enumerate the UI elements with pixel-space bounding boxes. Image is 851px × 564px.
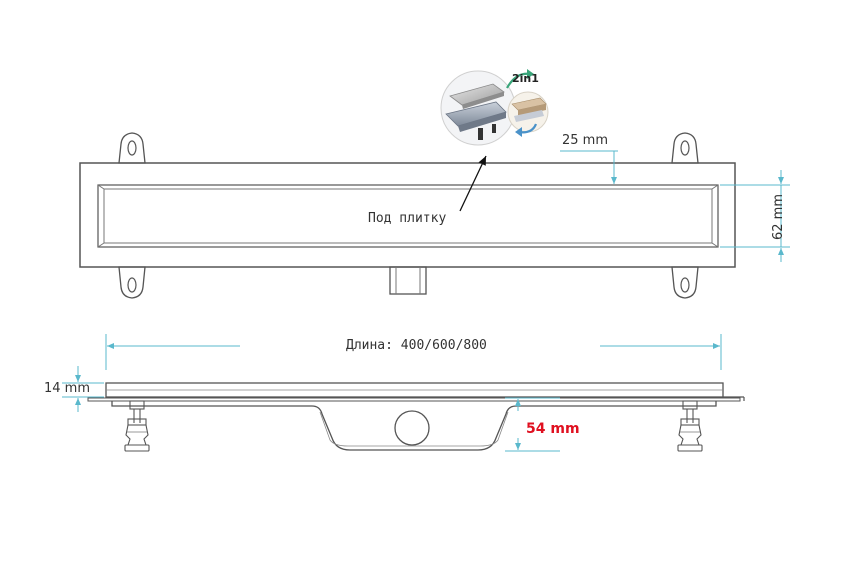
bracket-top-left <box>118 132 146 164</box>
top-outlet <box>389 266 427 295</box>
under-tile-label: Под плитку <box>368 211 446 226</box>
dim-54mm-label: 54 mm <box>526 421 580 437</box>
dim-62mm-label: 62 mm <box>771 194 786 240</box>
side-view <box>87 382 745 452</box>
side-outlet-circle <box>394 410 430 446</box>
length-label: Длина: 400/600/800 <box>346 338 487 353</box>
dim-14mm-label: 14 mm <box>44 381 90 396</box>
dim-25mm-label: 25 mm <box>562 133 608 148</box>
length-dimension: Длина: 400/600/800 <box>105 334 722 370</box>
side-channel-body <box>111 401 717 451</box>
top-grate-outer <box>97 184 719 248</box>
top-view: Под плитку <box>79 132 736 299</box>
bracket-bottom-right <box>671 266 699 299</box>
badge-2in1: 2in1 <box>512 72 539 85</box>
inset-pointer-line <box>459 155 487 212</box>
bracket-bottom-left <box>118 266 146 299</box>
bracket-top-right <box>671 132 699 164</box>
rotate-arrows-icon <box>506 69 538 137</box>
leg-left <box>124 400 150 452</box>
side-dimensions: 14 mm 54 mm <box>44 366 580 452</box>
inset-2in1: 2in1 <box>440 69 549 146</box>
top-grate-inner <box>103 188 713 244</box>
leg-right <box>677 400 703 452</box>
top-dimensions: 25 mm 62 mm <box>560 133 790 262</box>
